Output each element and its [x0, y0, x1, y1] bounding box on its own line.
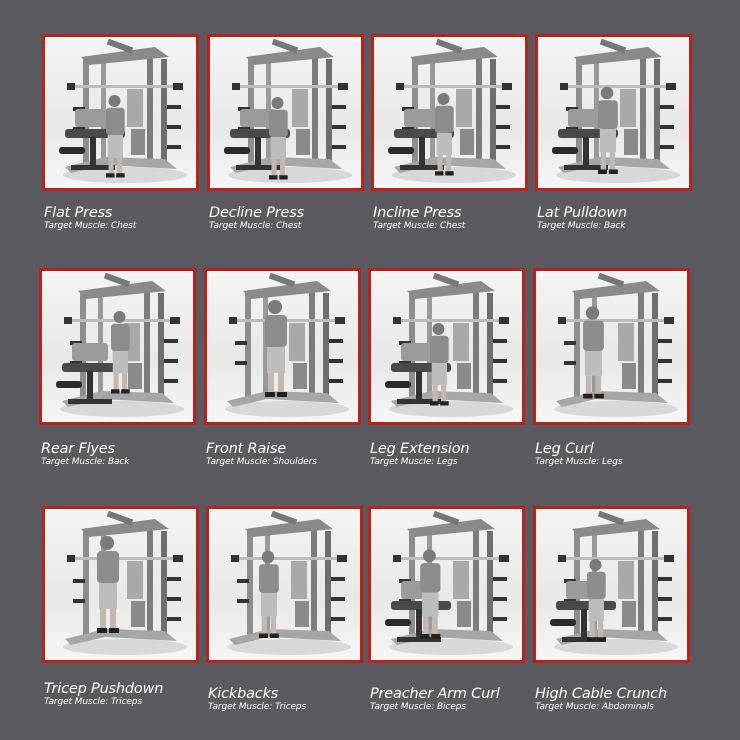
- lat-pulldown-photo: [535, 34, 692, 191]
- exercise-target-muscle: Target Muscle: Back: [537, 221, 626, 231]
- exercise-target-muscle: Target Muscle: Biceps: [370, 702, 466, 712]
- exercise-target-muscle: Target Muscle: Chest: [44, 221, 137, 231]
- exercise-title: Tricep Pushdown: [44, 681, 164, 697]
- incline-press-photo: [371, 34, 528, 191]
- exercise-title: Decline Press: [209, 205, 304, 221]
- exercise-target-muscle: Target Muscle: Legs: [370, 457, 458, 467]
- leg-extension-photo: [368, 268, 525, 425]
- exercise-title: High Cable Crunch: [535, 686, 667, 702]
- front-raise-photo: [204, 268, 361, 425]
- exercise-title: Rear Flyes: [41, 441, 115, 457]
- exercise-target-muscle: Target Muscle: Chest: [209, 221, 302, 231]
- exercise-target-muscle: Target Muscle: Triceps: [208, 702, 307, 712]
- exercise-target-muscle: Target Muscle: Legs: [535, 457, 623, 467]
- exercise-title: Kickbacks: [208, 686, 279, 702]
- exercise-target-muscle: Target Muscle: Shoulders: [206, 457, 317, 467]
- leg-curl-photo: [533, 268, 690, 425]
- preacher-arm-curl-photo: [368, 506, 525, 663]
- flat-press-photo: [42, 34, 199, 191]
- exercise-target-muscle: Target Muscle: Back: [41, 457, 130, 467]
- exercise-title: Preacher Arm Curl: [370, 686, 500, 702]
- exercise-target-muscle: Target Muscle: Abdominals: [535, 702, 654, 712]
- exercise-title: Leg Curl: [535, 441, 594, 457]
- tricep-pushdown-photo: [42, 506, 199, 663]
- exercise-title: Incline Press: [373, 205, 462, 221]
- exercise-title: Leg Extension: [370, 441, 470, 457]
- high-cable-crunch-photo: [533, 506, 690, 663]
- rear-flyes-photo: [39, 268, 196, 425]
- kickbacks-photo: [206, 506, 363, 663]
- exercise-title: Flat Press: [44, 205, 113, 221]
- exercise-title: Lat Pulldown: [537, 205, 627, 221]
- exercise-target-muscle: Target Muscle: Triceps: [44, 697, 143, 707]
- exercise-target-muscle: Target Muscle: Chest: [373, 221, 466, 231]
- decline-press-photo: [207, 34, 364, 191]
- exercise-title: Front Raise: [206, 441, 286, 457]
